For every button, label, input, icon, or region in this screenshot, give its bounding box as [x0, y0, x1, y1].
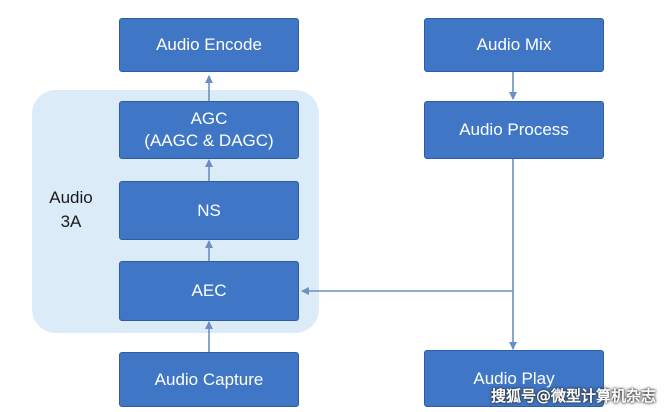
audio-capture-box: Audio Capture: [119, 352, 299, 407]
audio-3a-label: Audio 3A: [49, 188, 93, 231]
audio-play-box: Audio Play: [424, 350, 604, 407]
aec-box: AEC: [119, 261, 299, 321]
audio-process-box: Audio Process: [424, 101, 604, 159]
audio-mix-box: Audio Mix: [424, 18, 604, 72]
audio-encode-box: Audio Encode: [119, 18, 299, 72]
watermark-text: 搜狐号@微型计算机杂志: [490, 387, 656, 405]
agc-box: AGC (AAGC & DAGC): [119, 101, 299, 159]
ns-box: NS: [119, 181, 299, 240]
